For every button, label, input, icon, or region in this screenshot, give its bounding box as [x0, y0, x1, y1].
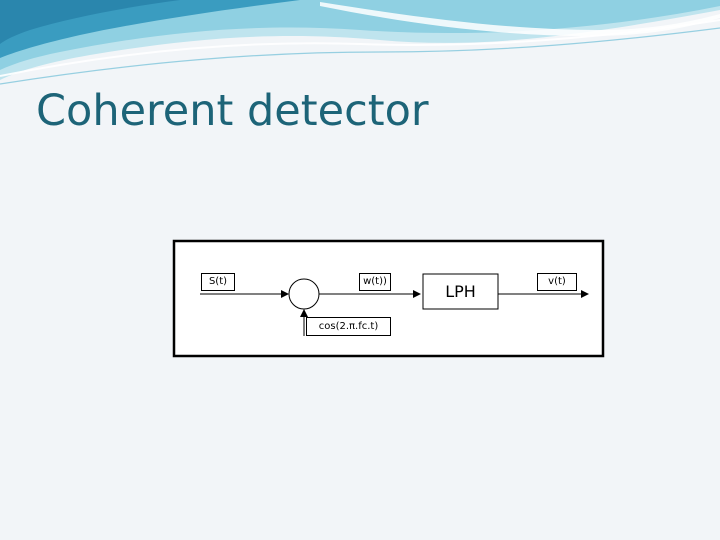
multiplier-node — [288, 278, 320, 310]
header-swoosh-decoration — [0, 0, 720, 85]
slide-title: Coherent detector — [36, 86, 429, 136]
diagram-frame — [172, 239, 605, 358]
filter-label: LPH — [424, 275, 497, 308]
product-label: w(t)) — [359, 273, 391, 291]
output-label: v(t) — [537, 273, 577, 291]
carrier-label: cos(2.π.fc.t) — [306, 317, 391, 336]
input-label: S(t) — [201, 273, 235, 291]
